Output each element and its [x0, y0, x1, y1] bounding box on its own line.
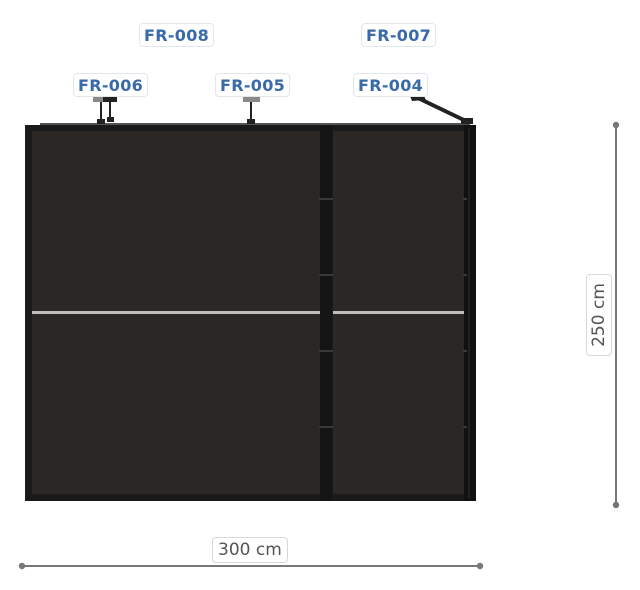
width-dimension-label: 300 cm	[212, 537, 288, 563]
label-fr-007[interactable]: FR-007	[361, 23, 437, 47]
rail-right	[333, 311, 464, 314]
width-dimension-line	[18, 562, 484, 570]
label-fr-006[interactable]: FR-006	[73, 73, 149, 97]
label-fr-005[interactable]: FR-005	[215, 73, 291, 97]
label-fr-004[interactable]: FR-004	[353, 73, 429, 97]
side-connectors	[463, 198, 467, 428]
spotlight-fr-005	[243, 97, 260, 124]
side-profile	[464, 125, 476, 501]
post-connectors	[319, 198, 333, 428]
height-dimension-line	[612, 121, 620, 509]
spotlight-fr-004	[410, 96, 473, 124]
label-fr-008[interactable]: FR-008	[139, 23, 215, 47]
spotlight-fr-006	[93, 97, 117, 124]
height-dimension-text: 250 cm	[589, 283, 610, 347]
divider-post	[320, 125, 332, 501]
rail-left	[32, 311, 320, 314]
height-dimension-label: 250 cm	[586, 274, 612, 356]
